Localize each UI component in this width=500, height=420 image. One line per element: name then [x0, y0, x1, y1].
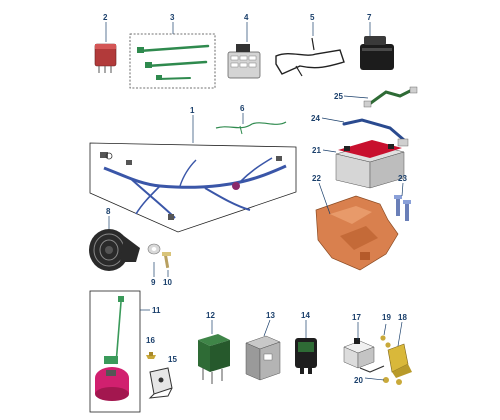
callout-2: 2	[103, 13, 108, 22]
relay-green-icon[interactable]	[198, 334, 230, 384]
callout-17: 17	[352, 313, 361, 322]
callout-20: 20	[354, 376, 363, 385]
callout-19: 19	[382, 313, 391, 322]
callout-4: 4	[244, 13, 249, 22]
callout-10: 10	[163, 278, 172, 287]
cable-tie-icon[interactable]	[137, 44, 210, 80]
callout-8: 8	[106, 207, 111, 216]
callout-1: 1	[190, 106, 195, 115]
callout-12: 12	[206, 311, 215, 320]
callout-16: 16	[146, 336, 155, 345]
sender-frame	[89, 290, 141, 413]
callout-15-top: 15	[168, 355, 177, 364]
callout-11: 11	[152, 306, 161, 315]
fuse-box-icon[interactable]	[227, 44, 261, 79]
connector-black-icon[interactable]	[295, 338, 317, 374]
sub-harness-icon[interactable]	[275, 37, 345, 77]
regulator-icon[interactable]	[360, 36, 394, 70]
battery-icon[interactable]	[335, 140, 405, 189]
callout-6: 6	[240, 104, 245, 113]
callout-25: 25	[334, 92, 343, 101]
callout-13: 13	[266, 311, 275, 320]
bracket-yellow-icon[interactable]	[387, 343, 412, 378]
callout-24: 24	[311, 114, 320, 123]
horn-icon[interactable]	[89, 229, 140, 271]
callout-18: 18	[398, 313, 407, 322]
leader-lines	[105, 22, 404, 381]
bolt-icon[interactable]	[162, 252, 171, 269]
bracket-icon[interactable]	[148, 367, 173, 399]
callout-14: 14	[301, 311, 310, 320]
nut-icon[interactable]	[380, 335, 391, 348]
green-cable-icon[interactable]	[363, 86, 418, 108]
screw-pair-icon[interactable]	[383, 377, 402, 385]
callout-21: 21	[312, 146, 321, 155]
connector-gray-icon[interactable]	[245, 335, 281, 381]
relay-white-icon[interactable]	[343, 338, 385, 373]
bolt-pair-icon[interactable]	[394, 195, 411, 221]
callout-3: 3	[170, 13, 175, 22]
cable-tie-group-frame	[129, 33, 216, 89]
callout-22: 22	[312, 174, 321, 183]
blue-cable-icon[interactable]	[342, 118, 409, 147]
ground-wire-icon[interactable]	[215, 121, 287, 135]
harness-frame	[89, 142, 297, 233]
fuel-sender-icon[interactable]	[95, 296, 129, 401]
screw-icon[interactable]	[146, 352, 156, 359]
callout-5: 5	[310, 13, 315, 22]
callout-23: 23	[398, 174, 407, 183]
relay-small-icon[interactable]	[94, 43, 117, 73]
wire-harness-icon[interactable]	[100, 152, 287, 220]
callout-7: 7	[367, 13, 372, 22]
washer-icon[interactable]	[147, 243, 161, 255]
callout-labels: 2 3 4 5 7 6 1 25 24 21 22 23 8 9 10 11 1…	[103, 13, 407, 385]
callout-9: 9	[151, 278, 156, 287]
battery-box-icon[interactable]	[315, 195, 399, 271]
